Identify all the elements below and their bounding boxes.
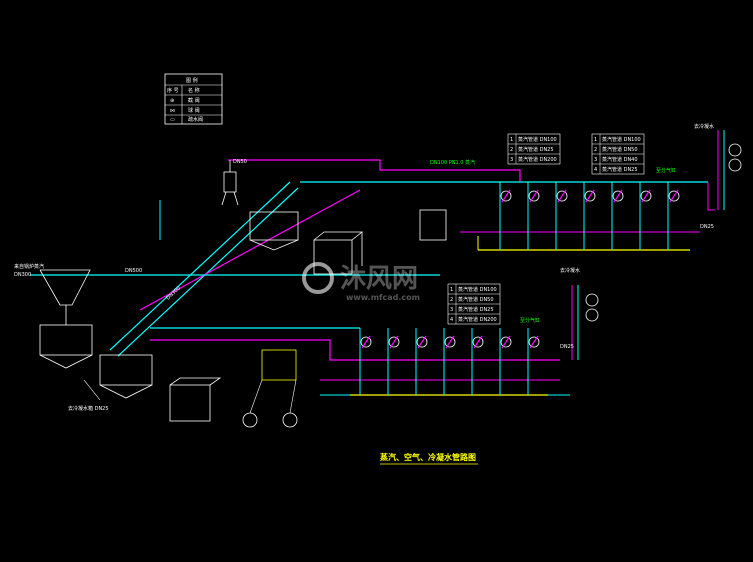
valve-stem: [529, 189, 539, 203]
legend-cell: 截 阀: [188, 97, 200, 104]
valve-icon: [500, 190, 512, 202]
valve-icon: [612, 190, 624, 202]
table-cell: 蒸汽管道 DN40: [602, 156, 638, 163]
table-cell: 蒸汽管道 DN25: [518, 146, 554, 153]
valve-icon: [444, 336, 456, 348]
hopper-upper: [249, 211, 299, 251]
main-steam-label: DN100 PN1.0 蒸汽: [430, 159, 475, 166]
valve-stem: [389, 335, 399, 349]
valve-icon: [472, 336, 484, 348]
watermark-logo-icon: [302, 262, 334, 294]
valve-stem: [361, 335, 371, 349]
table-cell: 3: [450, 307, 453, 313]
legend-cell: 序 号: [167, 87, 179, 94]
table-cell: 蒸汽管道 DN200: [458, 316, 497, 323]
valve-stem: [669, 189, 679, 203]
table-cell: 4: [450, 317, 453, 323]
hopper-middle: 去冷凝水箱 DN25: [68, 354, 153, 412]
legend-header: 图 例: [186, 77, 198, 84]
hopper-left: [39, 269, 93, 369]
legend-cell: ⊕: [170, 98, 174, 104]
valve-stem: [417, 335, 427, 349]
pump-group: [242, 349, 298, 428]
valve-stem: [557, 189, 567, 203]
valve-stem: [613, 189, 623, 203]
legend-cell: 名 称: [188, 87, 200, 94]
lower-manifold: [320, 328, 560, 396]
valve-icon: [360, 336, 372, 348]
valve-stem: [501, 189, 511, 203]
table-cell: 2: [594, 147, 597, 153]
watermark-url: www.mfcad.com: [346, 293, 420, 302]
table-cell: 2: [510, 147, 513, 153]
valve-icon: [500, 336, 512, 348]
table-cell: 蒸汽管道 DN100: [458, 286, 497, 293]
watermark-text: 沐风网: [340, 264, 418, 294]
lower-right-tag: 至分气缸: [520, 317, 540, 324]
valve-stem: [585, 189, 595, 203]
watermark: 沐风网 www.mfcad.com: [302, 262, 420, 302]
table-cell: 3: [510, 157, 513, 163]
left-return-label: 去冷凝水箱 DN25: [68, 405, 109, 412]
upper-tag: DN25: [700, 224, 714, 230]
valve-icon: [416, 336, 428, 348]
steam-tank: DN50: [221, 159, 247, 206]
legend-table: 图 例 序 号 名 称 ⊕ 截 阀 ⋈ 球 阀 ▭ 疏水阀: [164, 73, 223, 125]
valve-stem: [473, 335, 483, 349]
air-main-label: DN500: [125, 268, 142, 274]
table-cell: 蒸汽管道 DN100: [518, 136, 557, 143]
valve-stem: [641, 189, 651, 203]
legend-cell: 疏水阀: [188, 116, 203, 123]
branch-table-upper-right: 1 蒸汽管道 DN100 2 蒸汽管道 DN50 3 蒸汽管道 DN40 4 蒸…: [591, 133, 645, 175]
upper-far-right-label: 去冷凝水: [694, 123, 714, 130]
valve-icon: [584, 190, 596, 202]
left-inlet-label: 来自锅炉蒸汽: [14, 263, 44, 270]
upper-right-tag: 至分气缸: [656, 167, 676, 174]
table-cell: 1: [594, 137, 597, 143]
valve-stem: [529, 335, 539, 349]
left-inlet-dn: DN300: [14, 272, 31, 278]
drawing-title: 蒸汽、空气、冷凝水管路图: [380, 452, 476, 462]
right-risers: 去冷凝水 去冷凝水: [560, 123, 742, 360]
left-air-header: DN500 来自锅炉蒸汽 DN300: [14, 263, 440, 278]
table-cell: 4: [594, 167, 597, 173]
table-cell: 1: [510, 137, 513, 143]
table-cell: 3: [594, 157, 597, 163]
valve-icon: [528, 336, 540, 348]
valve-icon: [556, 190, 568, 202]
branch-table-upper-left: 1 蒸汽管道 DN100 2 蒸汽管道 DN25 3 蒸汽管道 DN200: [507, 133, 561, 165]
valve-stem: [501, 335, 511, 349]
valve-icon: [668, 190, 680, 202]
legend-cell: ⋈: [170, 108, 175, 114]
table-cell: 蒸汽管道 DN50: [602, 146, 638, 153]
tank-top-label: DN50: [233, 159, 247, 165]
table-cell: 蒸汽管道 DN50: [458, 296, 494, 303]
lower-far-right-label: 去冷凝水: [560, 267, 580, 274]
center-equipment: [169, 209, 447, 422]
valve-stem: [445, 335, 455, 349]
valve-icon: [388, 336, 400, 348]
table-cell: 蒸汽管道 DN25: [458, 306, 494, 313]
valve-icon: [640, 190, 652, 202]
lower-tag: DN25: [560, 344, 574, 350]
table-cell: 蒸汽管道 DN200: [518, 156, 557, 163]
upper-manifold: [460, 182, 700, 251]
table-cell: 蒸汽管道 DN100: [602, 136, 641, 143]
legend-cell: 球 阀: [188, 107, 200, 114]
branch-table-lower: 1 蒸汽管道 DN100 2 蒸汽管道 DN50 3 蒸汽管道 DN25 4 蒸…: [447, 283, 501, 325]
table-cell: 1: [450, 287, 453, 293]
valve-icon: [528, 190, 540, 202]
legend-cell: ▭: [170, 117, 175, 123]
table-cell: 2: [450, 297, 453, 303]
table-cell: 蒸汽管道 DN25: [602, 166, 638, 173]
